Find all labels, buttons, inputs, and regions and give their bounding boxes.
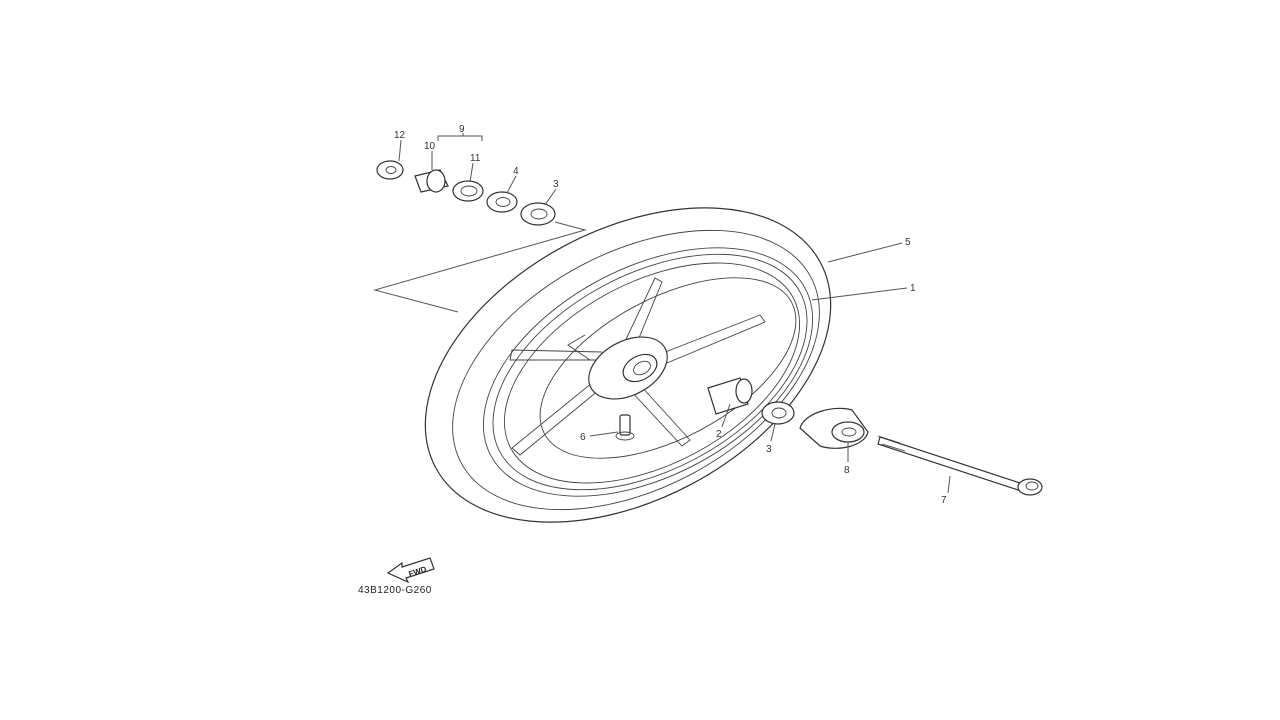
part-11-collar: [452, 180, 484, 202]
callout-3-upper: 3: [553, 179, 559, 190]
part-8-collar: [799, 407, 869, 449]
callout-1: 1: [910, 283, 916, 294]
front-wheel-assembly: [424, 207, 832, 523]
leader-lines: [373, 133, 951, 494]
hub: [567, 334, 668, 400]
part-10-spacer: [414, 169, 449, 193]
callout-12: 12: [394, 130, 406, 141]
part-4-oil-seal: [486, 191, 518, 213]
callout-4: 4: [513, 166, 519, 177]
callout-8: 8: [844, 465, 850, 476]
callout-2: 2: [716, 429, 722, 440]
callout-10: 10: [424, 141, 436, 152]
callout-11: 11: [470, 153, 481, 164]
part-2-spacer: [707, 377, 753, 415]
figure-code: 43B1200-G260: [358, 585, 432, 596]
callout-6: 6: [580, 432, 586, 443]
part-3-bearing-upper: [520, 202, 556, 226]
part-7-axle: [877, 435, 1043, 496]
callouts: 12 9 10 11 4 3 5 1 2 3 6 8 7: [394, 124, 947, 506]
callout-3-lower: 3: [766, 444, 772, 455]
callout-5: 5: [905, 237, 911, 248]
spokes: [509, 277, 766, 456]
valve-stem: [615, 414, 635, 441]
callout-7: 7: [941, 495, 947, 506]
callout-9: 9: [459, 124, 465, 135]
part-12-collar: [376, 160, 404, 180]
fwd-arrow-icon: FWD: [386, 557, 435, 584]
part-3-bearing-lower: [761, 401, 795, 425]
rim: [482, 247, 814, 497]
